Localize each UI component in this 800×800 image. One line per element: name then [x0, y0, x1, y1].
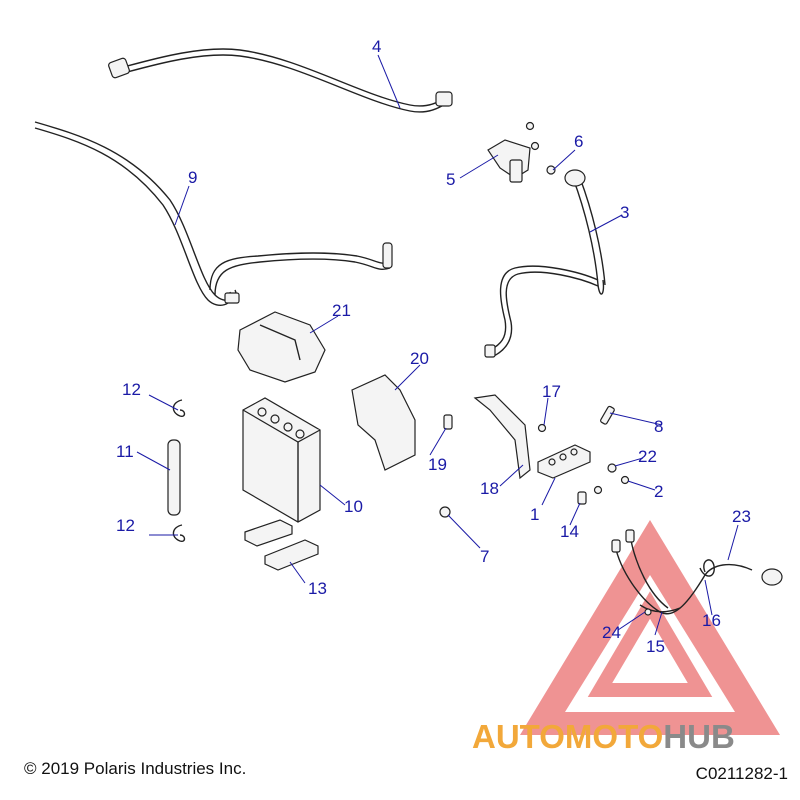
bolt-14	[577, 491, 587, 505]
bracket-18	[473, 394, 531, 480]
callout-18: 18	[480, 479, 499, 498]
callout-21: 21	[332, 301, 351, 320]
nut-6	[546, 165, 556, 175]
callout-11: 11	[116, 442, 134, 461]
bolt-8	[600, 405, 615, 425]
screw-22	[607, 463, 617, 473]
copyright-notice: © 2019 Polaris Industries Inc.	[24, 759, 247, 778]
callout-22: 22	[638, 447, 657, 466]
nut-7	[439, 506, 451, 518]
callout-2: 2	[654, 482, 663, 501]
harness-23	[611, 529, 783, 616]
callout-24: 24	[602, 623, 621, 642]
callout-23: 23	[732, 507, 751, 526]
battery-10	[242, 397, 321, 523]
figure-code: C0211282-1	[695, 764, 788, 783]
nut-17	[537, 423, 547, 433]
callout-13: 13	[308, 579, 327, 598]
relay-bracket-5	[487, 121, 540, 183]
callout-16: 16	[702, 611, 721, 630]
battery-cable-4	[108, 48, 453, 113]
battery-pads-13	[244, 519, 319, 571]
nut-2b	[593, 485, 603, 495]
leader-lines	[136, 54, 739, 636]
callout-5: 5	[446, 170, 455, 189]
terminal-block-1	[537, 444, 591, 479]
clip-12-top	[172, 399, 186, 418]
watermark-word-3: HUB	[663, 718, 735, 755]
watermark-word-1: AUTO	[472, 718, 565, 755]
callout-4: 4	[372, 37, 381, 56]
callout-labels: 1 2 3 4 5 6 7 8 9 10 11 12 12 13 14 15 1…	[116, 37, 751, 656]
nut-2	[620, 475, 630, 485]
watermark-logo: AUTOMOTOHUB	[472, 718, 735, 756]
battery-cover-21	[237, 311, 326, 383]
callout-9: 9	[188, 168, 197, 187]
callout-6: 6	[574, 132, 583, 151]
strap-11	[167, 439, 181, 516]
callout-10: 10	[344, 497, 363, 516]
callout-12-bottom: 12	[116, 516, 135, 535]
callout-1: 1	[530, 505, 539, 524]
callout-17: 17	[542, 382, 561, 401]
callout-8: 8	[654, 417, 663, 436]
callout-20: 20	[410, 349, 429, 368]
callout-15: 15	[646, 637, 665, 656]
clip-12-bottom	[172, 524, 186, 543]
screw-19	[443, 414, 453, 430]
callout-3: 3	[620, 203, 629, 222]
callout-12-top: 12	[122, 380, 141, 399]
battery-cable-3	[484, 169, 606, 358]
callout-19: 19	[428, 455, 447, 474]
watermark-triangle	[520, 520, 780, 735]
watermark-word-2: MOTO	[564, 718, 664, 755]
callout-14: 14	[560, 522, 579, 541]
callout-7: 7	[480, 547, 489, 566]
battery-cable-9	[34, 121, 393, 306]
battery-bracket-20	[351, 374, 416, 471]
